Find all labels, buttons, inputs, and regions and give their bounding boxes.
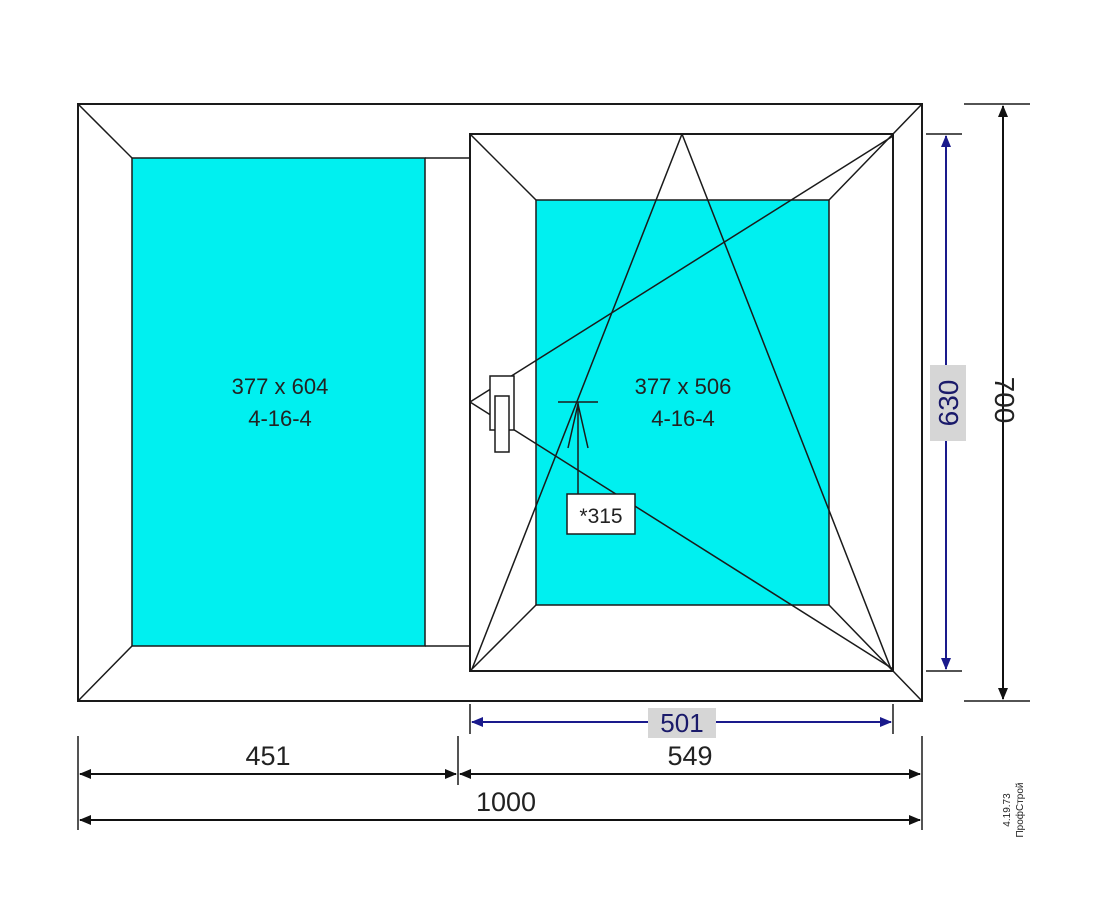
total-height-label: 700 [989, 377, 1020, 424]
opening-sash: 377 x 506 4-16-4 [469, 133, 894, 672]
sash-width-label: 501 [660, 708, 703, 738]
sash-height-label: 630 [933, 380, 964, 427]
right-width-label: 549 [667, 741, 712, 771]
sash-glass-size: 377 x 506 [635, 374, 732, 399]
fixed-pane-glass-size: 377 x 604 [232, 374, 329, 399]
handle [489, 375, 515, 453]
fixed-pane-glass-unit: 4-16-4 [248, 406, 312, 431]
sash-width-dimension: 501 [469, 704, 894, 738]
left-width-label: 451 [245, 741, 290, 771]
sash-glass-unit: 4-16-4 [651, 406, 715, 431]
fixed-pane: 377 x 604 4-16-4 [131, 157, 470, 647]
handle-height-label: *315 [579, 505, 622, 528]
handle-height-marker: *315 [558, 401, 636, 535]
maker-stamp: 4.19.73 ПрофСтрой [1002, 782, 1026, 837]
stamp-code: 4.19.73 [1002, 793, 1013, 827]
total-width-label: 1000 [476, 787, 536, 817]
stamp-maker: ПрофСтрой [1014, 782, 1026, 837]
fixed-pane-glass [131, 157, 426, 647]
width-dimensions: 451 549 1000 [77, 736, 923, 830]
sash-height-dimension: 630 [926, 133, 966, 672]
total-height-dimension: 700 [964, 103, 1030, 702]
